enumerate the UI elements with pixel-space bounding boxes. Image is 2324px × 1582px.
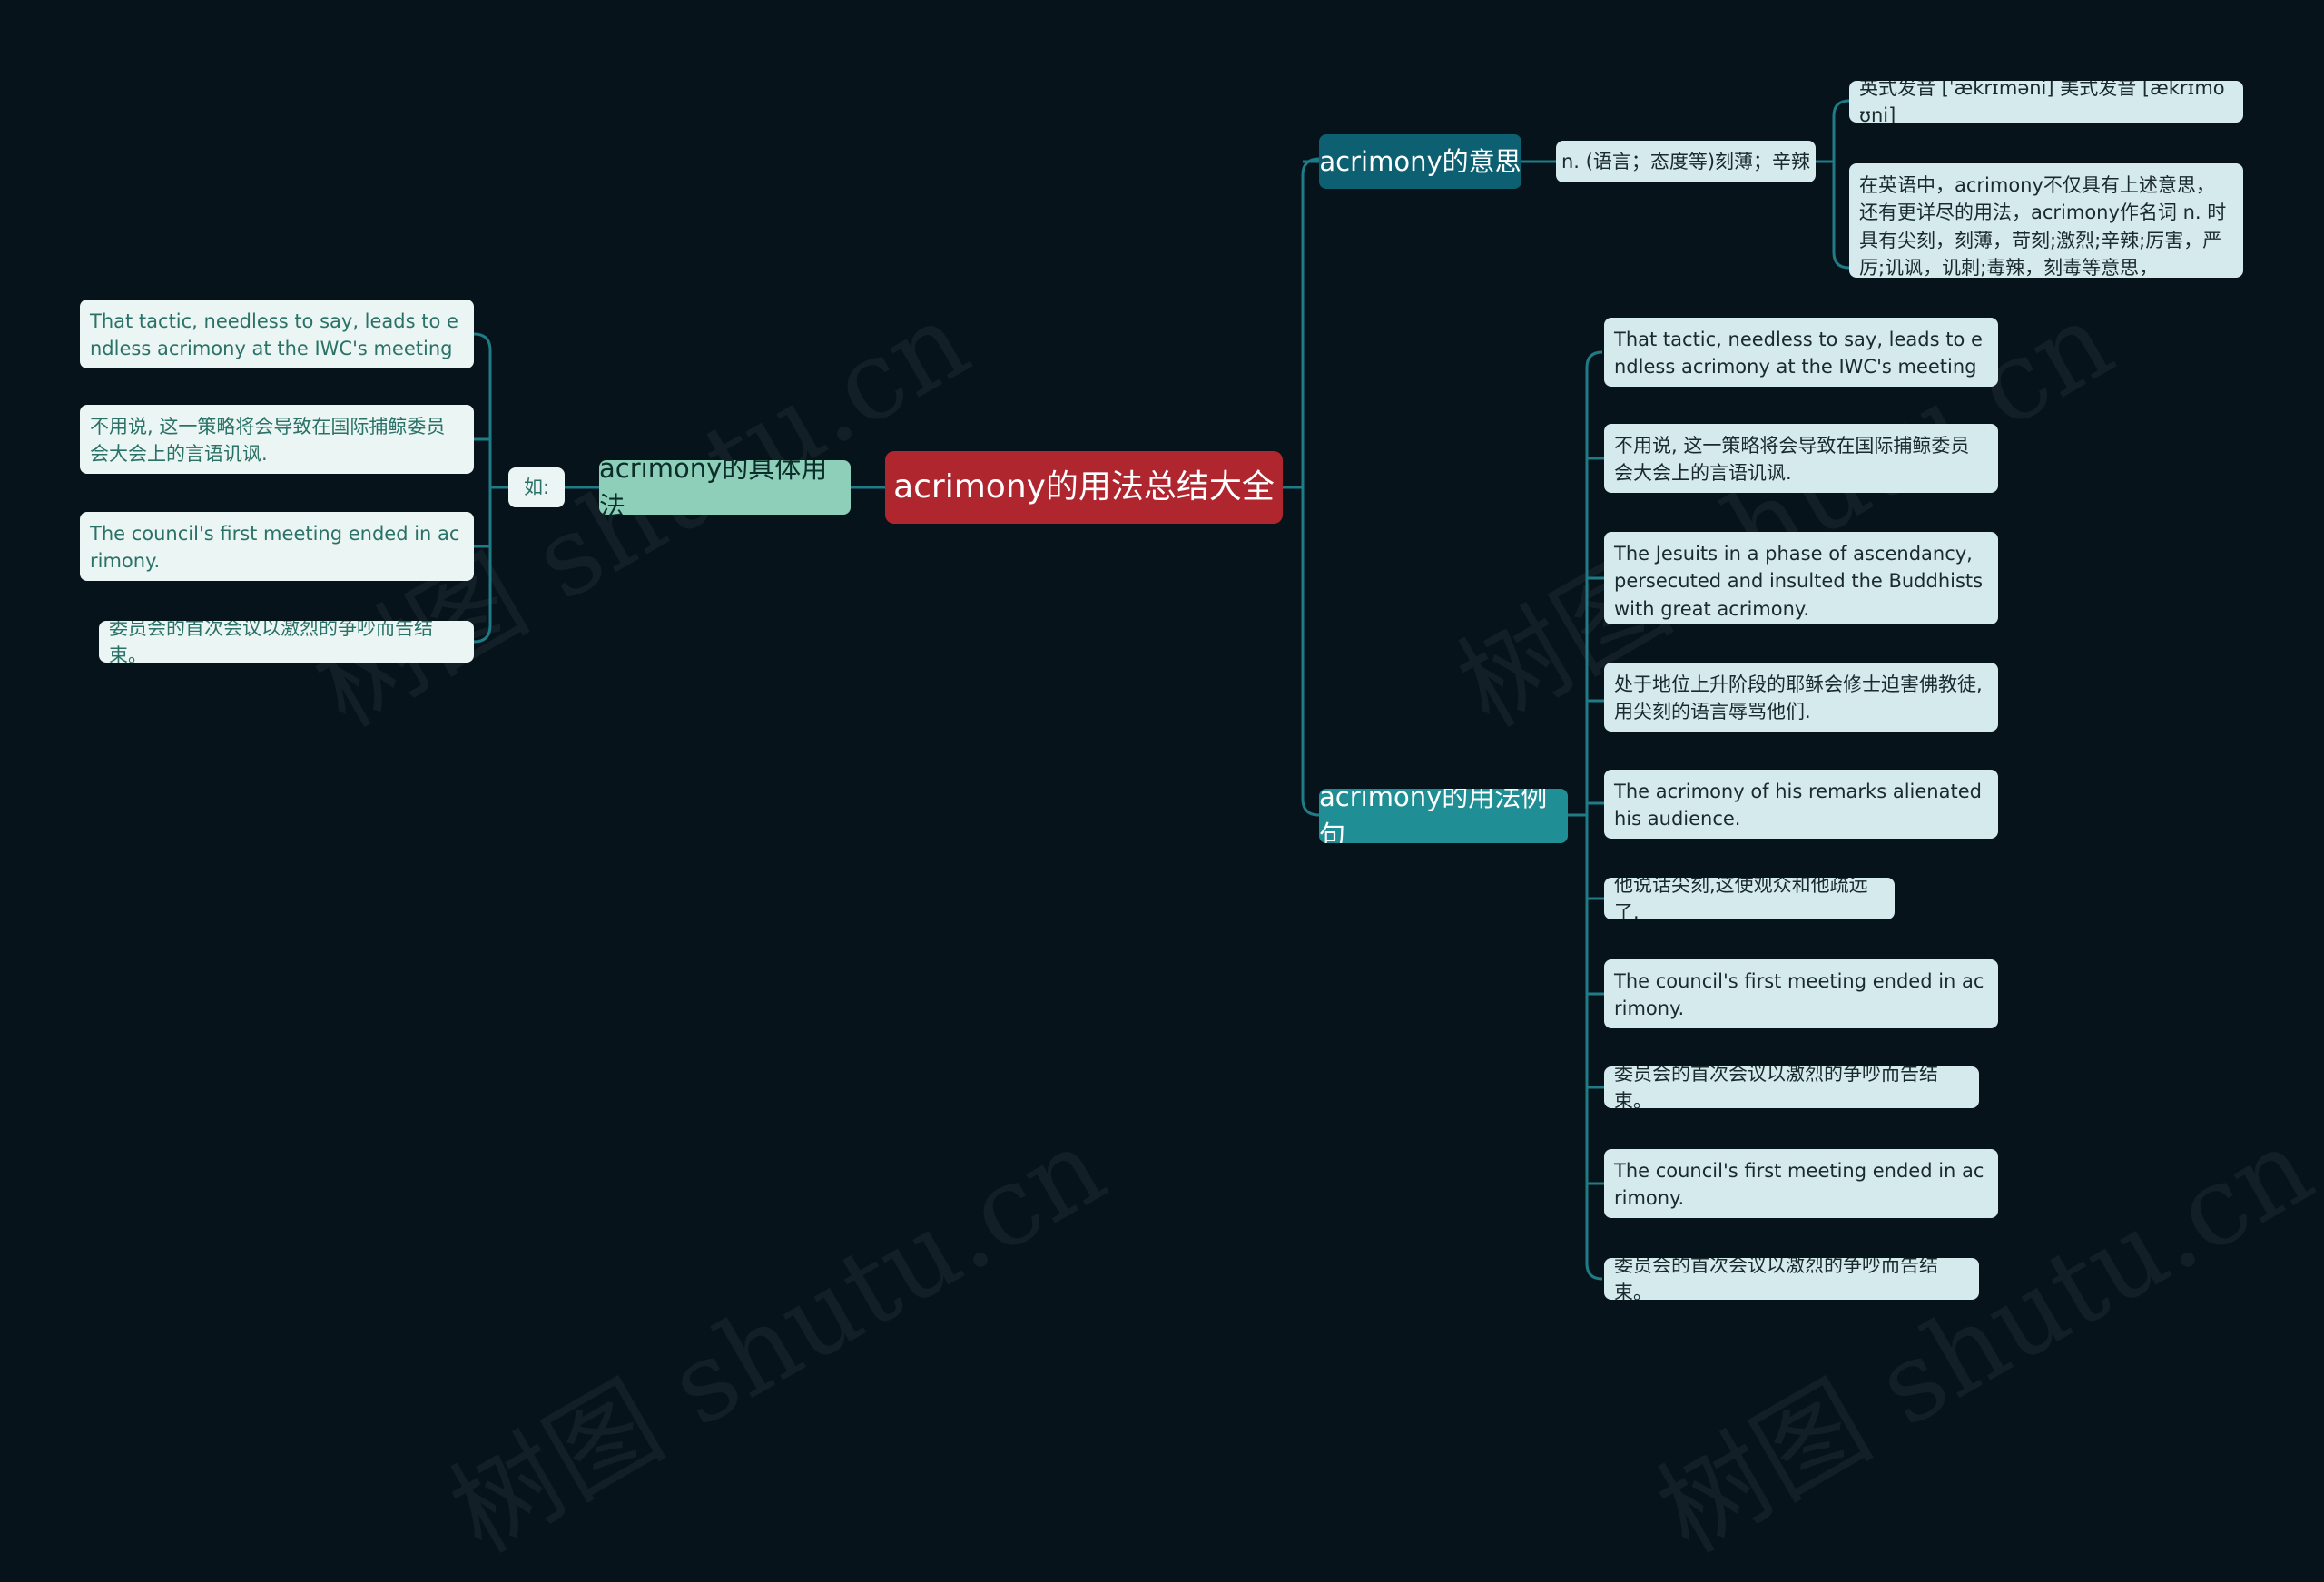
example-item[interactable]: 委员会的首次会议以激烈的争吵而告结束。 — [1604, 1066, 1979, 1108]
connector-line — [1585, 350, 1603, 1281]
branch-examples[interactable]: acrimony的用法例句 — [1319, 789, 1568, 843]
connector-line — [1301, 157, 1320, 817]
example-item[interactable]: That tactic, needless to say, leads to e… — [1604, 318, 1998, 387]
example-item[interactable]: The acrimony of his remarks alienated hi… — [1604, 770, 1998, 839]
example-item[interactable]: The council's first meeting ended in acr… — [1604, 959, 1998, 1028]
example-item[interactable]: The Jesuits in a phase of ascendancy, pe… — [1604, 532, 1998, 624]
root-topic[interactable]: acrimony的用法总结大全 — [885, 451, 1283, 524]
connector-line — [1832, 99, 1850, 270]
connector-lines — [473, 99, 1850, 1281]
example-item[interactable]: 他说话尖刻,这使观众和他疏远了. — [1604, 878, 1895, 919]
connector-line — [473, 332, 492, 644]
example-item[interactable]: 委员会的首次会议以激烈的争吵而告结束。 — [1604, 1258, 1979, 1300]
branch-usage[interactable]: acrimony的具体用法 — [599, 460, 851, 515]
meaning-detail-node[interactable]: 在英语中，acrimony不仅具有上述意思，还有更详尽的用法，acrimony作… — [1849, 163, 2243, 278]
pronunciation-node[interactable]: 英式发音 [ˈækrɪməni] 美式发音 [ækrɪmoʊni] — [1849, 81, 2243, 123]
usage-item[interactable]: That tactic, needless to say, leads to e… — [80, 300, 474, 368]
usage-item[interactable]: 不用说, 这一策略将会导致在国际捕鲸委员会大会上的言语讥讽. — [80, 405, 474, 474]
usage-item[interactable]: 委员会的首次会议以激烈的争吵而告结束。 — [99, 621, 474, 663]
example-item[interactable]: 不用说, 这一策略将会导致在国际捕鲸委员会大会上的言语讥讽. — [1604, 424, 1998, 493]
example-item[interactable]: The council's first meeting ended in acr… — [1604, 1149, 1998, 1218]
meaning-definition[interactable]: n. (语言；态度等)刻薄；辛辣 — [1556, 141, 1816, 182]
example-item[interactable]: 处于地位上升阶段的耶稣会修士迫害佛教徒, 用尖刻的语言辱骂他们. — [1604, 663, 1998, 732]
usage-item[interactable]: The council's first meeting ended in acr… — [80, 512, 474, 581]
example-tag[interactable]: 如: — [508, 467, 565, 507]
branch-meaning[interactable]: acrimony的意思 — [1319, 134, 1521, 189]
